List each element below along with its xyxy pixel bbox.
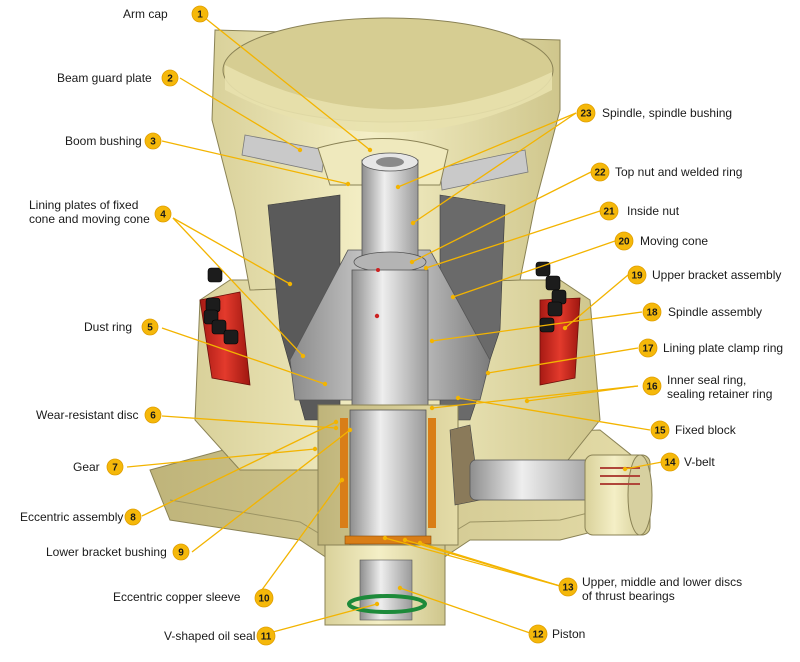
callout-22: 22 Top nut and welded ring [590,162,742,182]
callout-13: 13 Upper, middle and lower discs of thru… [558,575,742,603]
callout-label: Top nut and welded ring [615,165,742,179]
callout-2: Beam guard plate 2 [57,69,179,87]
main-spindle [351,269,429,421]
eccentric-copper-sleeve-right [428,418,436,528]
callout-number: 7 [112,463,118,474]
callout-label: Inside nut [627,204,680,218]
callout-label: Fixed block [675,423,737,437]
callout-label-line2: of thrust bearings [582,589,675,603]
callout-label: Wear-resistant disc [36,408,138,422]
callout-5: Dust ring 5 [84,318,159,336]
top-nut-ring [353,251,427,273]
callout-number: 5 [147,323,153,334]
callout-number: 13 [562,583,574,594]
callout-number: 15 [654,426,666,437]
beam-guard-plate-left [241,134,326,173]
callout-number: 21 [603,207,615,218]
drive-shaft-assembly [449,424,653,536]
callout-label: Beam guard plate [57,71,152,85]
spindle-top [361,159,419,261]
callout-label-line1: Upper, middle and lower discs [582,575,742,589]
callout-19: 19 Upper bracket assembly [627,265,781,285]
callout-7: Gear 7 [73,458,124,476]
callout-11: V-shaped oil seal 11 [164,626,276,646]
callout-6: Wear-resistant disc 6 [36,406,162,424]
callout-label: Upper bracket assembly [652,268,781,282]
callout-number: 2 [167,74,173,85]
callout-number: 9 [178,548,184,559]
callout-number: 4 [160,210,166,221]
callout-label: Eccentric assembly [20,510,123,524]
callout-15: 15 Fixed block [650,420,737,440]
v-shaped-oil-seal [347,594,427,614]
callout-9: Lower bracket bushing 9 [46,543,190,561]
callout-label-line1: Inner seal ring, [667,373,746,387]
callout-18: 18 Spindle assembly [642,302,762,322]
callout-label: Moving cone [640,234,708,248]
callout-number: 19 [631,271,643,282]
callout-label: Gear [73,460,100,474]
callout-label: Spindle assembly [668,305,762,319]
callout-23: 23 Spindle, spindle bushing [576,103,732,123]
callout-number: 1 [197,10,203,21]
machine-illustration [149,17,653,626]
callout-number: 17 [642,344,654,355]
thrust-bearing-discs [344,535,432,545]
callout-number: 10 [258,594,270,605]
callout-label: Dust ring [84,320,132,334]
callout-number: 11 [261,632,272,643]
callout-label: Piston [552,627,585,641]
callout-12: 12 Piston [528,624,585,644]
callout-label: Boom bushing [65,134,142,148]
callout-number: 16 [646,382,658,393]
callout-label-line2: sealing retainer ring [667,387,772,401]
callout-label: Lining plate clamp ring [663,341,783,355]
callout-number: 22 [594,168,606,179]
callout-8: Eccentric assembly 8 [20,508,142,526]
callout-4: Lining plates of fixed cone and moving c… [29,198,172,226]
callout-21: 21 Inside nut [599,201,680,221]
callout-16: 16 Inner seal ring, sealing retainer rin… [642,373,772,401]
callout-14: 14 V-belt [660,452,715,472]
callout-20: 20 Moving cone [614,231,708,251]
callout-1: Arm cap 1 [123,5,209,23]
callout-3: Boom bushing 3 [65,132,162,150]
leader-lines [126,13,663,637]
callout-17: 17 Lining plate clamp ring [638,338,783,358]
callout-number: 18 [646,308,658,319]
callout-label: Spindle, spindle bushing [602,106,732,120]
callout-10: Eccentric copper sleeve 10 [113,588,274,608]
callout-number: 3 [150,137,156,148]
callout-label-line2: cone and moving cone [29,212,150,226]
eccentric-copper-sleeve-left [340,418,348,528]
callout-number: 20 [618,237,630,248]
callout-label: V-shaped oil seal [164,629,255,643]
callout-label: V-belt [684,455,715,469]
callout-label: Arm cap [123,7,168,21]
callout-number: 6 [150,411,156,422]
callout-number: 23 [580,109,592,120]
callout-label: Lower bracket bushing [46,545,167,559]
callout-number: 14 [664,458,676,469]
callout-label-line1: Lining plates of fixed [29,198,138,212]
callout-number: 12 [532,630,544,641]
callout-label: Eccentric copper sleeve [113,590,241,604]
callout-number: 8 [130,513,136,524]
